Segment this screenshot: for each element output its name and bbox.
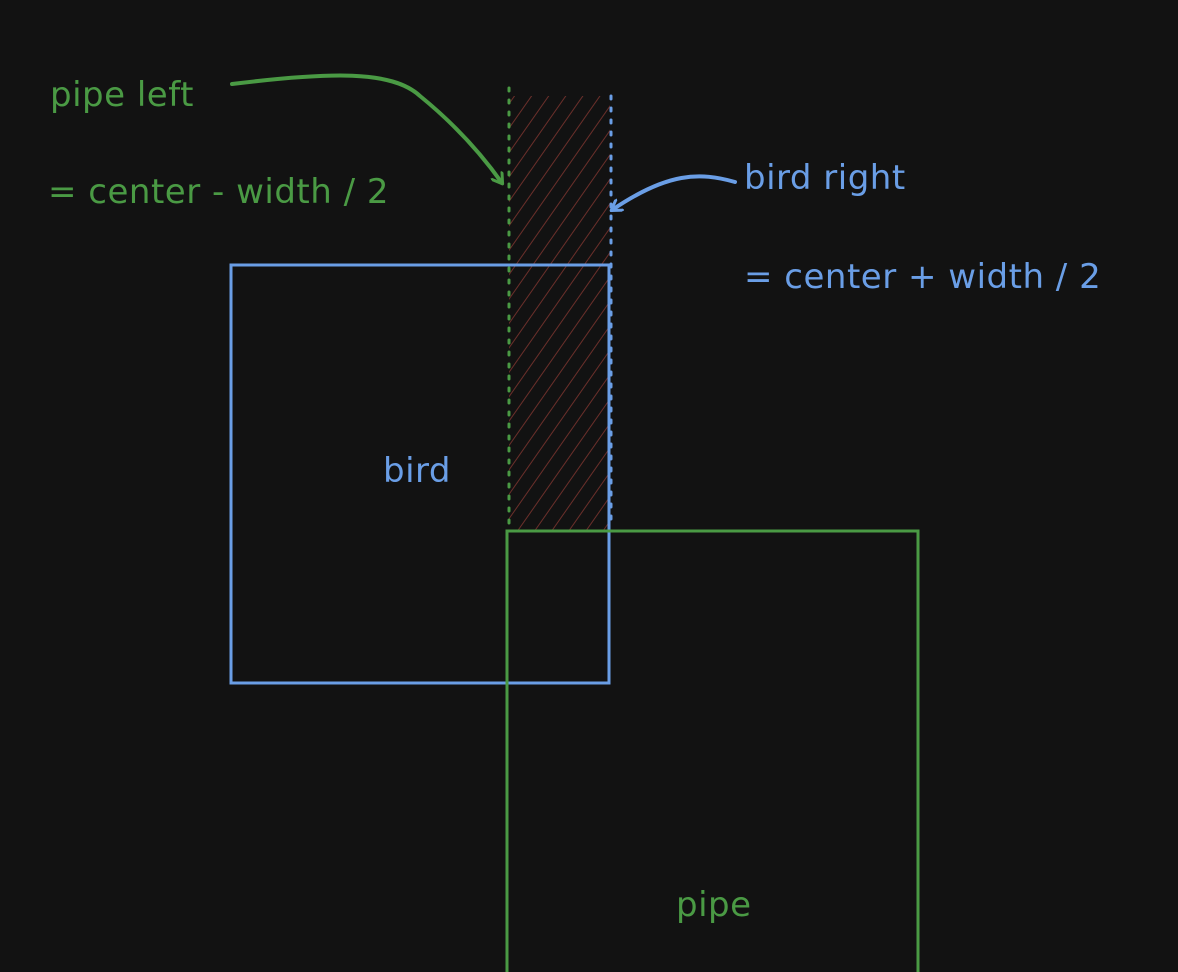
bird-right-arrow bbox=[612, 174, 737, 210]
pipe-label: pipe bbox=[676, 885, 752, 925]
bird-right-formula: = center + width / 2 bbox=[744, 257, 1101, 297]
bird-box bbox=[229, 263, 611, 685]
pipe-left-formula: = center - width / 2 bbox=[48, 172, 389, 212]
pipe-left-arrow bbox=[230, 73, 502, 183]
bird-label: bird bbox=[383, 451, 451, 491]
overlap-region bbox=[509, 96, 610, 530]
pipe-box bbox=[505, 529, 920, 972]
bird-right-label: bird right bbox=[744, 158, 906, 198]
pipe-left-label: pipe left bbox=[50, 75, 194, 115]
